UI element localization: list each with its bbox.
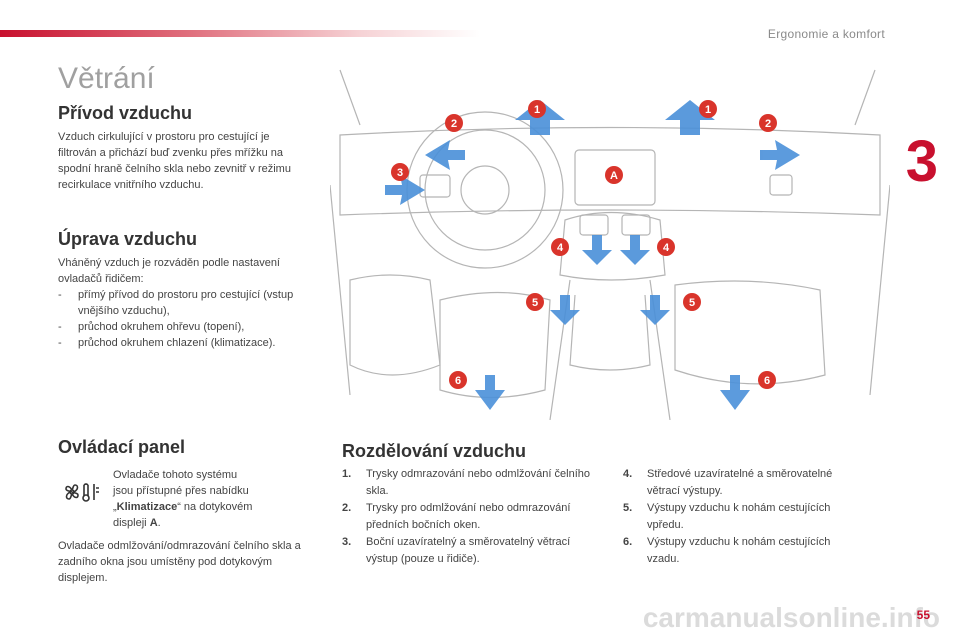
airflow-arrow	[475, 375, 505, 410]
airflow-arrow	[550, 295, 580, 325]
svg-text:A: A	[610, 170, 618, 182]
svg-text:6: 6	[764, 375, 770, 387]
airflow-arrow	[720, 375, 750, 410]
airflow-arrow	[620, 235, 650, 265]
marker-4-right: 4	[657, 238, 675, 256]
marker-2-right: 2	[759, 114, 777, 132]
list-item: -přímý přívod do prostoru pro cestující …	[58, 289, 294, 317]
list-item: -průchod okruhem ohřevu (topení),	[58, 321, 245, 333]
svg-text:1: 1	[705, 104, 711, 116]
airflow-arrow	[425, 140, 465, 170]
panel-heading: Ovládací panel	[58, 437, 186, 457]
list-item: -průchod okruhem chlazení (klimatizace).	[58, 337, 276, 349]
section-header: Ergonomie a komfort	[767, 27, 885, 41]
list-item: 4.Středové uzavíratelné a směrovatelné v…	[623, 468, 833, 497]
svg-text:5: 5	[532, 297, 538, 309]
marker-4-left: 4	[551, 238, 569, 256]
distribution-heading: Rozdělování vzduchu	[342, 441, 527, 461]
marker-1-left: 1	[528, 100, 546, 118]
list-item: 1.Trysky odmrazování nebo odmlžování čel…	[342, 468, 590, 497]
treatment-block: Vháněný vzduch je rozváděn podle nastave…	[58, 255, 313, 351]
intake-text: Vzduch cirkulující v prostoru pro cestuj…	[58, 131, 291, 191]
list-item: 6.Výstupy vzduchu k nohám cestujících vz…	[623, 536, 831, 565]
list-item: 5.Výstupy vzduchu k nohám cestujících vp…	[623, 502, 831, 531]
header-accent-bar	[0, 30, 480, 37]
treatment-heading: Úprava vzduchu	[58, 229, 198, 249]
watermark: carmanualsonline.info	[642, 602, 940, 633]
svg-text:5: 5	[689, 297, 695, 309]
page-title: Větrání	[58, 62, 155, 95]
svg-text:3: 3	[397, 167, 403, 179]
marker-2-left: 2	[445, 114, 463, 132]
marker-6-left: 6	[449, 371, 467, 389]
climate-control-icon	[65, 483, 99, 502]
svg-text:4: 4	[557, 242, 564, 254]
svg-text:6: 6	[455, 375, 461, 387]
distribution-list-right: 4.Středové uzavíratelné a směrovatelné v…	[623, 466, 863, 568]
list-item: 3.Boční uzavíratelný a směrovatelný větr…	[342, 536, 571, 565]
display-label-a: A	[149, 517, 158, 529]
marker-5-left: 5	[526, 293, 544, 311]
marker-3: 3	[391, 163, 409, 181]
page-number: 55	[916, 608, 930, 622]
distribution-list-left: 1.Trysky odmrazování nebo odmlžování čel…	[342, 466, 597, 568]
airflow-arrow	[582, 235, 612, 265]
marker-6-right: 6	[758, 371, 776, 389]
panel-text-1: Ovladače tohoto systému jsou přístupné p…	[113, 469, 253, 529]
menu-name-climate: Klimatizace	[116, 501, 178, 513]
list-item: 2.Trysky pro odmlžování nebo odmrazování…	[342, 502, 571, 531]
intake-heading: Přívod vzduchu	[58, 103, 193, 123]
svg-text:4: 4	[663, 242, 670, 254]
chapter-number: 3	[905, 129, 938, 194]
svg-text:1: 1	[534, 104, 540, 116]
airflow-arrow	[640, 295, 670, 325]
airflow-arrow	[385, 175, 425, 205]
treatment-intro: Vháněný vzduch je rozváděn podle nastave…	[58, 257, 280, 285]
airflow-arrow	[515, 100, 565, 135]
marker-5-right: 5	[683, 293, 701, 311]
airflow-arrow	[760, 140, 800, 170]
ventilation-diagram: 1 1 2 2 3 4 4 5 5 6 6 A	[330, 69, 890, 420]
panel-text-2: Ovladače odmlžování/odmrazování čelního …	[58, 540, 301, 584]
svg-text:2: 2	[451, 118, 457, 130]
airflow-arrow	[665, 100, 715, 135]
marker-a: A	[605, 166, 623, 184]
treatment-list: -přímý přívod do prostoru pro cestující …	[58, 287, 313, 351]
svg-text:2: 2	[765, 118, 771, 130]
marker-1-right: 1	[699, 100, 717, 118]
